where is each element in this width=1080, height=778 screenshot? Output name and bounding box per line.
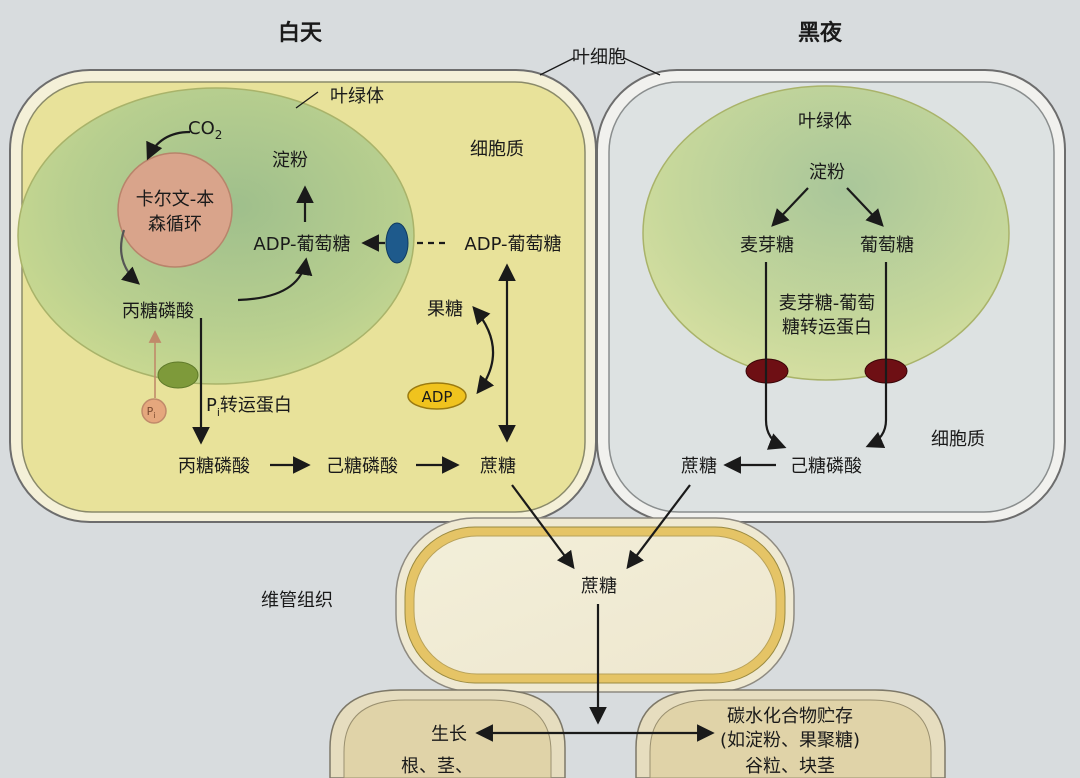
text-labels: 白天 黑夜 叶细胞 叶绿体 细胞质 CO2 卡尔文-本 森循环 淀粉 ADP-葡…: [122, 20, 985, 777]
blue-transporter-icon: [385, 222, 409, 264]
night-chloroplast: [642, 85, 1010, 381]
label-triose-phosphate-cytosol: 丙糖磷酸: [178, 456, 250, 477]
sink-cells: [329, 689, 946, 778]
arrow-starch-to-maltose: [771, 187, 809, 227]
arrow-day-sucrose-to-vascular: [511, 484, 575, 570]
arrow-night-sucrose-to-vascular: [626, 484, 691, 570]
pathway-arrows: [120, 57, 888, 742]
arrow-triose-to-adpglucose: [237, 257, 313, 302]
label-sucrose-vascular: 蔗糖: [581, 576, 617, 597]
day-leaf-cell: [9, 69, 597, 523]
label-transporter-line1: 麦芽糖-葡萄: [779, 293, 876, 314]
leader-leaf-cell-right: [623, 57, 661, 76]
arrow-co2-to-calvin: [146, 130, 191, 161]
night-leaf-cell: [596, 69, 1066, 523]
label-night-cytoplasm: 细胞质: [931, 429, 985, 450]
arrow-maltose-to-hexose: [764, 262, 787, 450]
label-hexose-phosphate-night: 己糖磷酸: [790, 456, 862, 477]
label-adp: ADP: [422, 388, 453, 406]
arrow-fructose-adp: [472, 305, 495, 395]
label-triose-phosphate-chloroplast: 丙糖磷酸: [122, 301, 194, 322]
label-fructose: 果糖: [427, 299, 463, 320]
arrow-calvin-to-triose: [120, 229, 140, 285]
phosphate-circle-icon: [141, 398, 167, 424]
label-leaf-cell: 叶细胞: [572, 47, 626, 68]
label-calvin-line1: 卡尔文-本: [136, 189, 215, 210]
label-storage-line2: (如淀粉、果聚糖): [720, 730, 860, 751]
vascular-tissue: [395, 517, 795, 693]
label-adp-glucose-cytosol: ADP-葡萄糖: [464, 234, 561, 255]
label-night-chloroplast: 叶绿体: [798, 111, 852, 132]
label-starch-night: 淀粉: [809, 162, 845, 183]
calvin-cycle-circle: [117, 152, 233, 268]
leader-leaf-cell-left: [539, 57, 575, 76]
label-sucrose-night: 蔗糖: [681, 456, 717, 477]
label-maltose: 麦芽糖: [740, 235, 794, 256]
label-co2: CO2: [188, 118, 222, 142]
label-transporter-line2: 糖转运蛋白: [782, 317, 872, 338]
label-day-chloroplast: 叶绿体: [330, 86, 384, 107]
header-day: 白天: [278, 20, 323, 46]
leader-day-chloroplast: [295, 91, 319, 109]
label-storage-sub: 谷粒、块茎: [745, 756, 835, 777]
arrow-glucose-to-hexose: [865, 262, 888, 448]
label-sucrose-day: 蔗糖: [480, 456, 516, 477]
label-starch-day: 淀粉: [272, 150, 308, 171]
pi-transporter-icon: [157, 361, 199, 389]
label-adp-glucose-chloroplast: ADP-葡萄糖: [253, 234, 350, 255]
adp-oval: [407, 382, 467, 410]
label-pi-transporter: Pi转运蛋白: [206, 395, 292, 419]
label-growth-sub: 根、茎、: [401, 756, 473, 777]
label-hexose-phosphate-day: 己糖磷酸: [326, 456, 398, 477]
label-day-cytoplasm: 细胞质: [470, 139, 524, 160]
header-night: 黑夜: [798, 20, 843, 46]
label-glucose: 葡萄糖: [860, 235, 914, 256]
label-calvin-line2: 森循环: [148, 214, 202, 235]
label-vascular-tissue: 维管组织: [261, 590, 333, 611]
arrow-starch-to-glucose: [846, 187, 884, 227]
label-growth: 生长: [431, 724, 467, 745]
label-pi-circle: Pi: [147, 405, 156, 420]
label-storage-line1: 碳水化合物贮存: [727, 706, 853, 727]
